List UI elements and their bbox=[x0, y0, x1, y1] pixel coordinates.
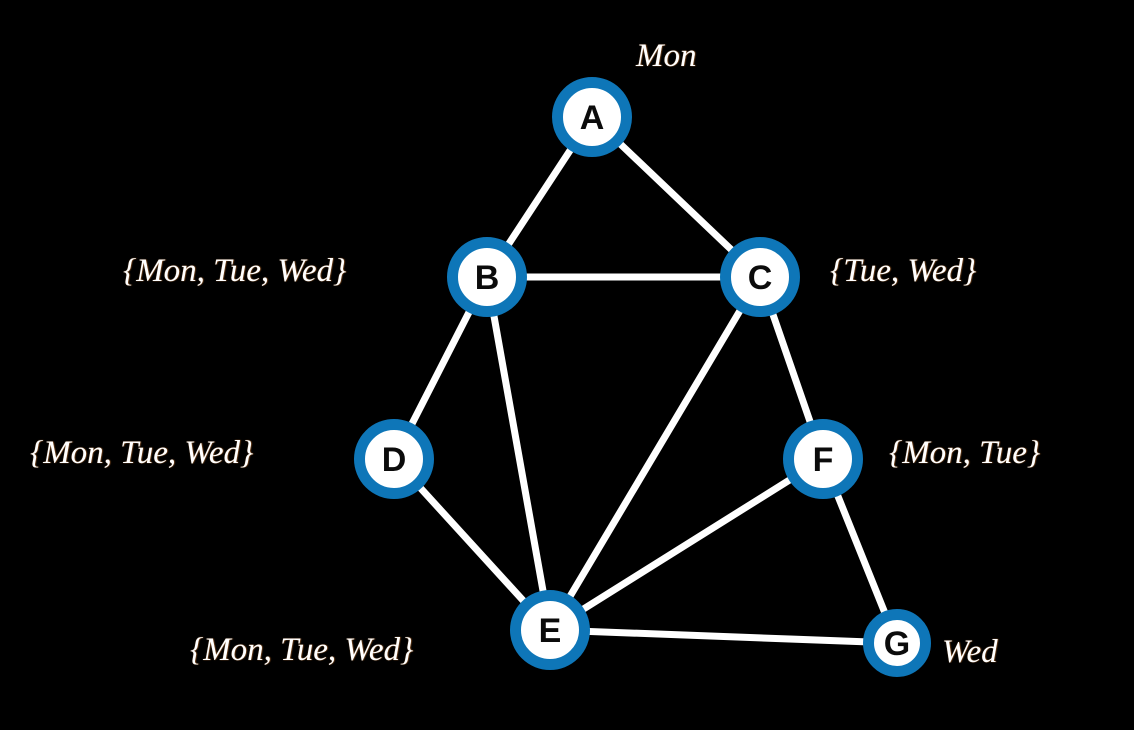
graph-node-e[interactable]: E bbox=[510, 590, 590, 670]
graph-edge bbox=[546, 273, 764, 634]
node-letter-e: E bbox=[539, 612, 562, 650]
graph-edge bbox=[546, 626, 901, 647]
node-letter-b: B bbox=[475, 259, 500, 297]
graph-node-d[interactable]: D bbox=[354, 419, 434, 499]
domain-label-g: Wed bbox=[942, 634, 998, 670]
node-letter-g: G bbox=[884, 625, 910, 663]
edge-layer bbox=[390, 113, 901, 647]
node-circle-b bbox=[447, 237, 527, 317]
node-letter-a: A bbox=[580, 99, 605, 137]
node-layer: A B C D E F G bbox=[354, 77, 931, 677]
node-circle-g bbox=[863, 609, 931, 677]
graph-node-c[interactable]: C bbox=[720, 237, 800, 317]
graph-node-a[interactable]: A bbox=[552, 77, 632, 157]
graph-edge bbox=[546, 455, 827, 634]
node-letter-d: D bbox=[382, 441, 407, 479]
node-letter-f: F bbox=[813, 441, 834, 479]
node-circle-c bbox=[720, 237, 800, 317]
graph-edge bbox=[483, 273, 554, 634]
domain-label-b: {Mon, Tue, Wed} bbox=[123, 253, 347, 289]
graph-node-g[interactable]: G bbox=[863, 609, 931, 677]
domain-label-c: {Tue, Wed} bbox=[830, 253, 977, 289]
domain-label-a: Mon bbox=[636, 38, 697, 74]
node-letter-c: C bbox=[748, 259, 773, 297]
node-circle-e bbox=[510, 590, 590, 670]
domain-label-d: {Mon, Tue, Wed} bbox=[30, 435, 254, 471]
graph-node-b[interactable]: B bbox=[447, 237, 527, 317]
node-circle-d bbox=[354, 419, 434, 499]
node-circle-a bbox=[552, 77, 632, 157]
domain-label-e: {Mon, Tue, Wed} bbox=[190, 632, 414, 668]
node-circle-f bbox=[783, 419, 863, 499]
graph-node-f[interactable]: F bbox=[783, 419, 863, 499]
domain-label-f: {Mon, Tue} bbox=[889, 435, 1041, 471]
